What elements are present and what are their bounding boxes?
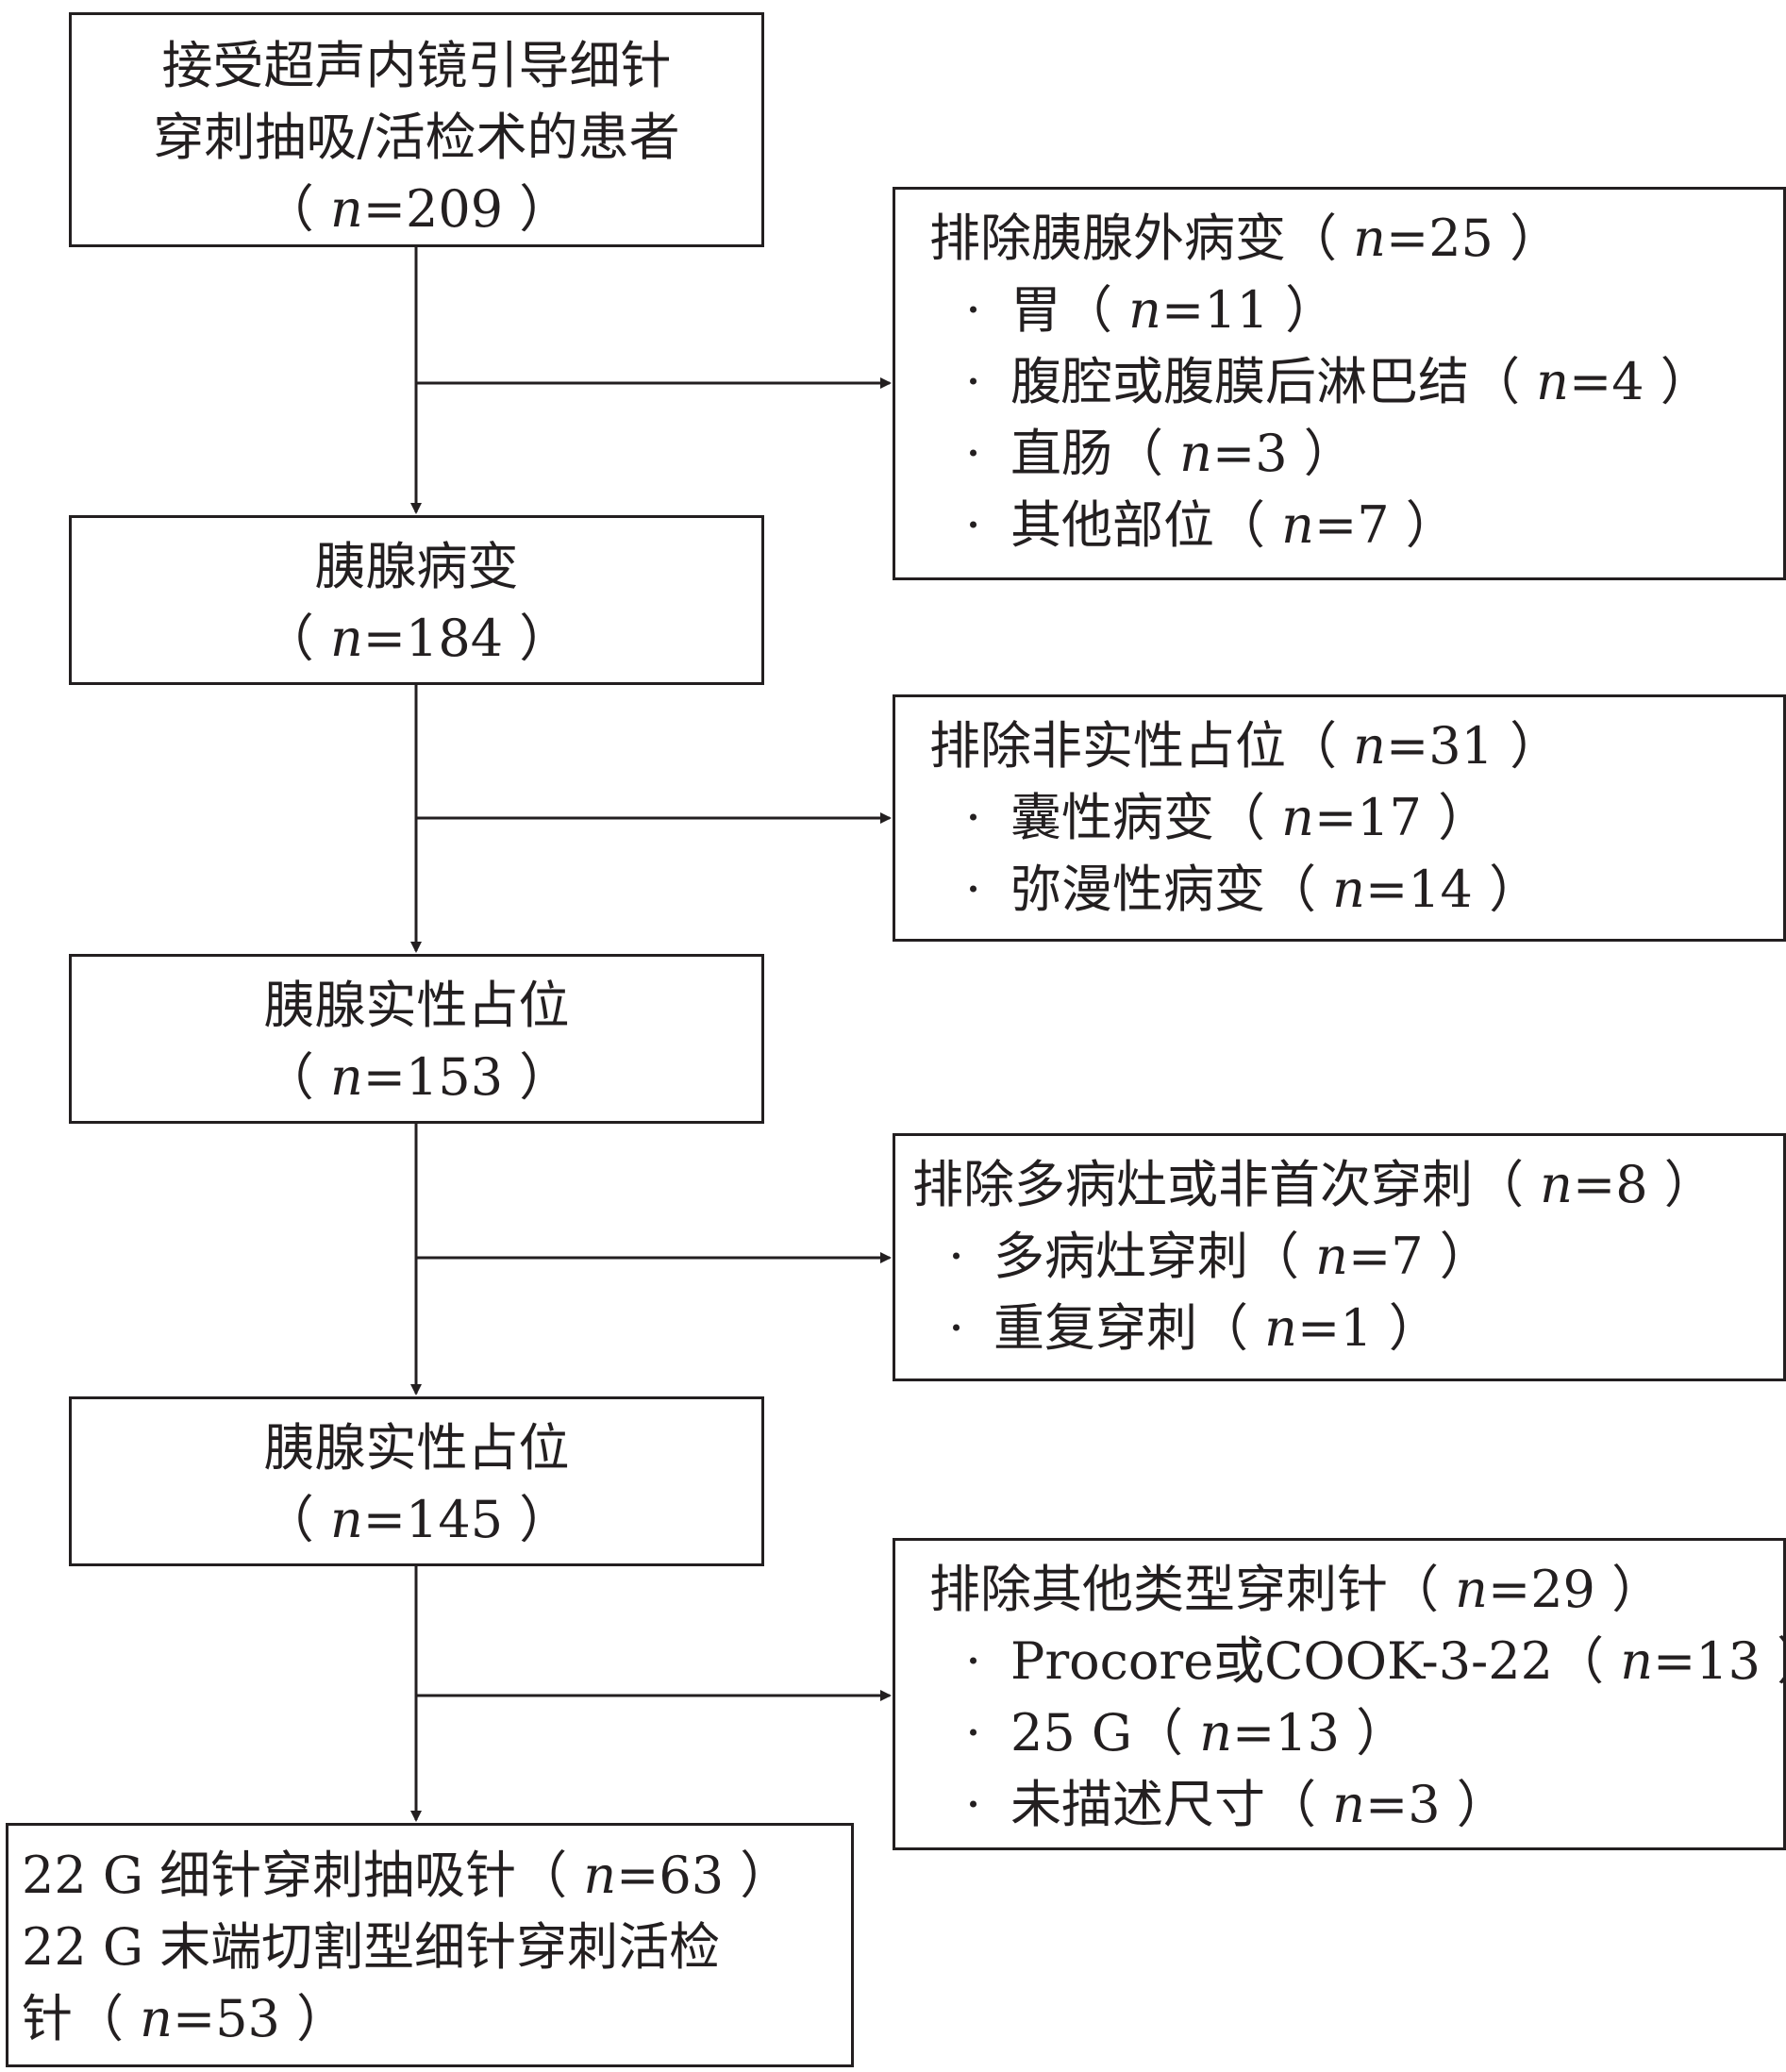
step4-count: （ n=145 ）: [262, 1490, 571, 1549]
final-line-3: 针（ n=53 ）: [22, 1989, 348, 2048]
exclusion-item: 囊性病变（ n=17 ）: [929, 782, 1783, 854]
final-line-2: 22 G 末端切割型细针穿刺活检: [22, 1917, 721, 1977]
step3-count: （ n=153 ）: [262, 1047, 571, 1107]
exclusion-title: 排除非实性占位（ n=31 ）: [929, 716, 1561, 776]
start-count: （ n=209 ）: [262, 179, 571, 239]
start-box: 接受超声内镜引导细针 穿刺抽吸/活检术的患者 （ n=209 ）: [69, 12, 764, 247]
exclusion-title: 排除其他类型穿刺针（ n=29 ）: [929, 1560, 1663, 1619]
exclusion-item: 多病灶穿刺（ n=7 ）: [912, 1221, 1783, 1293]
exclusion-item: 腹腔或腹膜后淋巴结（ n=4 ）: [929, 346, 1783, 418]
exclusion-item: 直肠（ n=3 ）: [929, 418, 1783, 490]
pancreatic-lesion-box: 胰腺病变 （ n=184 ）: [69, 515, 764, 685]
exclusion-item: 25 G（ n=13 ）: [929, 1697, 1783, 1769]
exclusion-box-nonsolid: 排除非实性占位（ n=31 ） 囊性病变（ n=17 ） 弥漫性病变（ n=14…: [893, 694, 1786, 942]
exclusion-item: 未描述尺寸（ n=3 ）: [929, 1769, 1783, 1841]
start-line-2: 穿刺抽吸/活检术的患者: [153, 108, 680, 167]
exclusion-item: Procore或COOK-3-22（ n=13 ）: [929, 1626, 1786, 1697]
exclusion-item: 弥漫性病变（ n=14 ）: [929, 854, 1783, 926]
exclusion-box-extrapancreatic: 排除胰腺外病变（ n=25 ） 胃（ n=11 ） 腹腔或腹膜后淋巴结（ n=4…: [893, 187, 1786, 580]
step3-label: 胰腺实性占位: [263, 976, 570, 1035]
exclusion-box-other-needles: 排除其他类型穿刺针（ n=29 ） Procore或COOK-3-22（ n=1…: [893, 1538, 1786, 1850]
solid-mass-box: 胰腺实性占位 （ n=153 ）: [69, 954, 764, 1124]
exclusion-title: 排除胰腺外病变（ n=25 ）: [929, 209, 1561, 268]
final-line-1: 22 G 细针穿刺抽吸针（ n=63 ）: [22, 1846, 792, 1905]
step2-label: 胰腺病变: [314, 537, 519, 596]
start-line-1: 接受超声内镜引导细针: [161, 36, 672, 95]
step2-count: （ n=184 ）: [262, 609, 571, 668]
exclusion-box-multifocal: 排除多病灶或非首次穿刺（ n=8 ） 多病灶穿刺（ n=7 ） 重复穿刺（ n=…: [893, 1133, 1786, 1381]
exclusion-item: 重复穿刺（ n=1 ）: [912, 1293, 1783, 1364]
exclusion-title: 排除多病灶或非首次穿刺（ n=8 ）: [912, 1155, 1715, 1214]
step4-label: 胰腺实性占位: [263, 1418, 570, 1478]
solid-mass-final-box: 胰腺实性占位 （ n=145 ）: [69, 1396, 764, 1566]
exclusion-item: 胃（ n=11 ）: [929, 275, 1783, 346]
needle-groups-box: 22 G 细针穿刺抽吸针（ n=63 ） 22 G 末端切割型细针穿刺活检 针（…: [6, 1823, 854, 2067]
exclusion-item: 其他部位（ n=7 ）: [929, 490, 1783, 561]
